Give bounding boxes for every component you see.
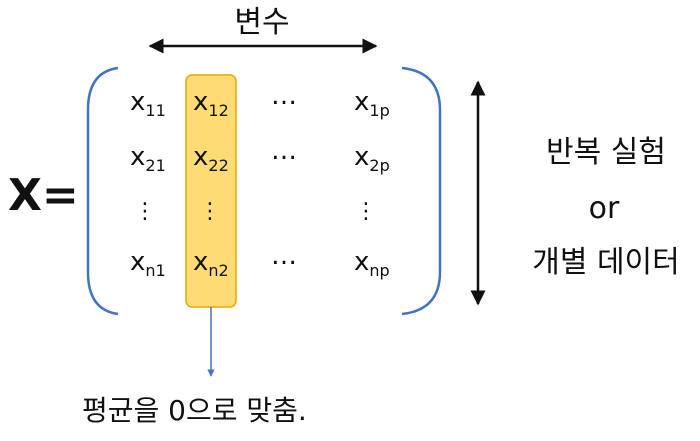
- matrix-ellipsis: …: [271, 81, 297, 111]
- or-label: or: [589, 191, 620, 226]
- matrix-cell: x11: [130, 87, 166, 120]
- matrix-cell: x1p: [354, 87, 390, 120]
- centering-note: 평균을 0으로 맞춤.: [82, 394, 307, 427]
- repeated-experiments-label: 반복 실험: [546, 135, 666, 170]
- matrix-cell: x12: [193, 87, 229, 120]
- matrix-vdots: ⋮: [355, 199, 377, 224]
- matrix-cell: x21: [130, 142, 166, 175]
- matrix-cell: xn2: [193, 247, 229, 280]
- matrix-ellipsis: …: [271, 136, 297, 166]
- matrix-label: X=: [8, 170, 79, 221]
- matrix-cell: x2p: [354, 142, 390, 175]
- individual-data-label: 개별 데이터: [532, 245, 680, 280]
- matrix-cell: x22: [193, 142, 229, 175]
- right-bracket: [401, 66, 442, 316]
- matrix-ellipsis: …: [271, 241, 297, 271]
- left-bracket: [86, 66, 119, 316]
- matrix-cell: xn1: [130, 247, 166, 280]
- matrix-vdots: ⋮: [134, 199, 156, 224]
- variables-label: 변수: [234, 5, 289, 40]
- matrix-vdots: ⋮: [199, 199, 221, 224]
- matrix-cell: xnp: [354, 247, 390, 280]
